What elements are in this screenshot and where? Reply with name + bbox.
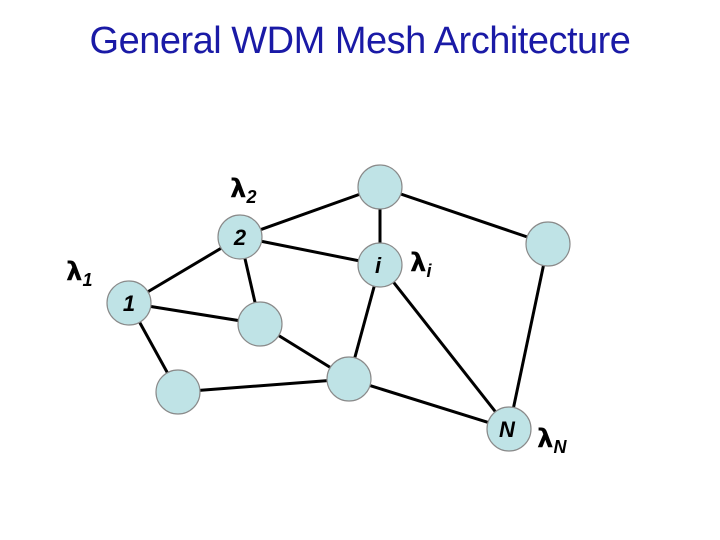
lambda-2-label: λ2 [230, 174, 256, 207]
node-N [486, 406, 532, 452]
wavelength-labels: λ1 λ2 λi λN [66, 174, 567, 457]
lambda-1-symbol: λ [66, 257, 82, 287]
edge-6-7 [177, 377, 350, 394]
nodes [106, 164, 571, 452]
edge-3-4 [379, 185, 549, 246]
node-top-center [357, 164, 403, 210]
lambda-i-subscript: i [426, 261, 432, 281]
edge-7-N [348, 377, 510, 431]
lambda-N-symbol: λ [537, 424, 553, 454]
lambda-N-label: λN [537, 424, 567, 457]
edge-4-N [507, 243, 550, 430]
node-bottom-left [155, 369, 201, 415]
diagram-title: General WDM Mesh Architecture [89, 20, 631, 62]
lambda-i-label: λi [410, 248, 432, 281]
node-2-label: 2 [233, 225, 247, 250]
node-N-label: N [499, 417, 516, 442]
lambda-i-symbol: λ [410, 248, 426, 278]
lambda-2-symbol: λ [230, 174, 246, 204]
lambda-1-label: λ1 [66, 257, 92, 290]
node-i-label: i [375, 253, 382, 278]
node-1-label: 1 [123, 291, 135, 316]
node-middle-left [237, 301, 283, 347]
node-i [357, 242, 403, 288]
lambda-2-subscript: 2 [245, 187, 256, 207]
lambda-N-subscript: N [553, 437, 567, 457]
node-1 [106, 280, 152, 326]
edge-i-N [378, 264, 511, 430]
node-2 [217, 214, 263, 260]
lambda-1-subscript: 1 [82, 270, 92, 290]
edge-2-i [239, 235, 381, 267]
node-labels: 1 2 i N [123, 225, 516, 442]
node-right [525, 221, 571, 267]
edge-2-3 [239, 185, 381, 239]
node-bottom-center [326, 356, 372, 402]
